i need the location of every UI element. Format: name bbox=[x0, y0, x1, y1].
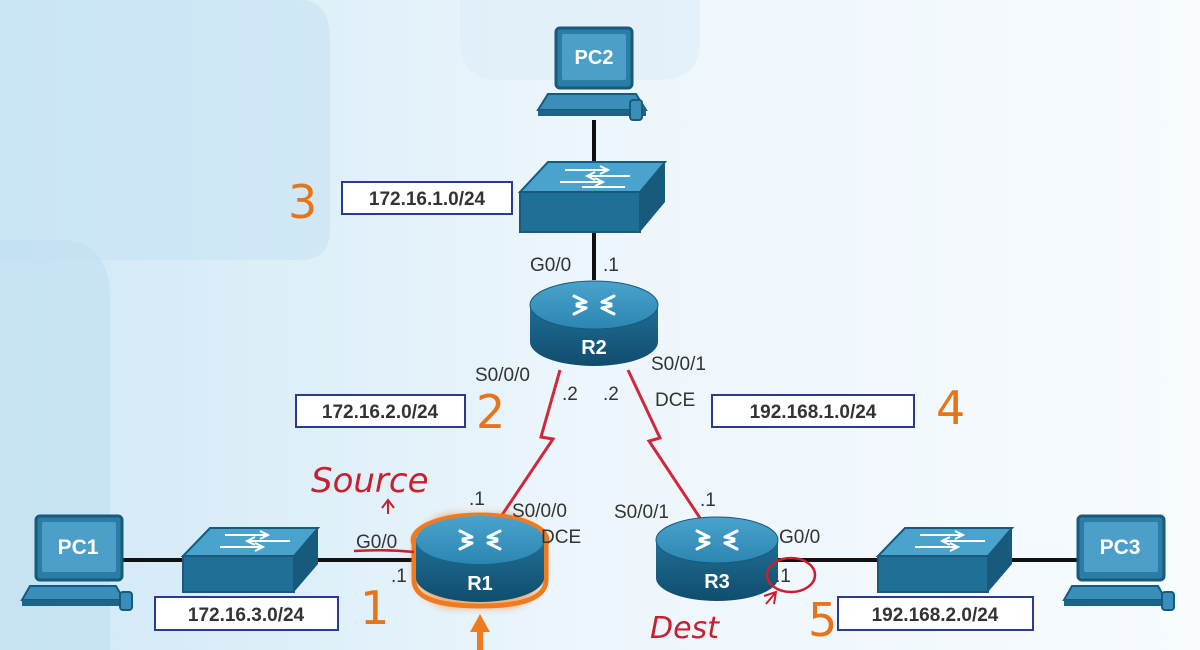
annotation-arrow bbox=[763, 590, 778, 605]
router-r2-icon[interactable]: R2 bbox=[529, 280, 659, 366]
network-box-lan-r3: 192.168.2.0/24 bbox=[837, 596, 1034, 631]
annotation-dest: Dest bbox=[650, 611, 720, 646]
r1-s000-dce: DCE bbox=[541, 527, 581, 548]
r2-s001-label: S0/0/1 bbox=[651, 354, 706, 375]
r1-g00-host: .1 bbox=[391, 566, 407, 587]
pc3-label: PC3 bbox=[1100, 536, 1141, 559]
r3-s001-host: .1 bbox=[700, 490, 716, 511]
arrow-up-icon bbox=[470, 614, 490, 650]
r2-g00-host: .1 bbox=[603, 255, 619, 276]
serial-link-r1-r2 bbox=[498, 369, 562, 519]
r2-s001-dce: DCE bbox=[655, 390, 695, 411]
svg-text:192.168.1.0/24: 192.168.1.0/24 bbox=[750, 402, 877, 423]
r2-s000-host: .2 bbox=[562, 384, 578, 405]
svg-text:192.168.2.0/24: 192.168.2.0/24 bbox=[872, 605, 999, 626]
pc2-label: PC2 bbox=[575, 47, 614, 69]
r1-s000-label: S0/0/0 bbox=[512, 501, 567, 522]
svg-text:172.16.2.0/24: 172.16.2.0/24 bbox=[322, 402, 439, 423]
pc3-icon[interactable]: PC3 bbox=[1062, 514, 1175, 611]
svg-text:172.16.1.0/24: 172.16.1.0/24 bbox=[369, 189, 486, 210]
annotation-number-4: 4 bbox=[936, 381, 965, 435]
serial-link-r2-r3 bbox=[626, 369, 702, 519]
annotation-number-2: 2 bbox=[476, 385, 505, 439]
svg-text:172.16.3.0/24: 172.16.3.0/24 bbox=[188, 605, 305, 626]
pc2-icon[interactable]: PC2 bbox=[536, 26, 648, 121]
background-shape bbox=[0, 0, 330, 260]
r3-s001-label: S0/0/1 bbox=[614, 502, 669, 523]
r2-label: R2 bbox=[581, 337, 607, 359]
annotation-number-5: 5 bbox=[808, 593, 837, 647]
network-box-wan-r2-r3: 192.168.1.0/24 bbox=[711, 394, 915, 428]
router-r3-icon[interactable]: R3 bbox=[655, 516, 779, 601]
annotation-number-3: 3 bbox=[288, 175, 317, 229]
r1-g00-label: G0/0 bbox=[356, 532, 397, 553]
pc1-label: PC1 bbox=[58, 536, 99, 559]
r2-s001-host: .2 bbox=[603, 384, 619, 405]
r1-s000-host: .1 bbox=[469, 489, 485, 510]
r3-label: R3 bbox=[704, 571, 730, 593]
switch-left-icon[interactable] bbox=[180, 527, 321, 593]
network-box-lan-r1: 172.16.3.0/24 bbox=[154, 596, 339, 631]
r2-s000-label: S0/0/0 bbox=[475, 365, 530, 386]
annotation-source: Source bbox=[311, 461, 429, 501]
network-box-wan-r1-r2: 172.16.2.0/24 bbox=[295, 394, 466, 428]
router-r1-icon[interactable]: R1 bbox=[410, 512, 550, 609]
r1-label: R1 bbox=[467, 573, 493, 595]
r2-g00-label: G0/0 bbox=[530, 255, 571, 276]
switch-right-icon[interactable] bbox=[875, 527, 1015, 593]
pc1-icon[interactable]: PC1 bbox=[20, 514, 133, 611]
annotation-number-1: 1 bbox=[360, 581, 389, 635]
r3-g00-label: G0/0 bbox=[779, 527, 820, 548]
annotation-underline bbox=[353, 548, 415, 554]
annotation-caret bbox=[381, 498, 395, 514]
network-box-lan-r2: 172.16.1.0/24 bbox=[341, 181, 513, 215]
annotation-circle bbox=[765, 556, 817, 594]
r3-g00-host: .1 bbox=[775, 566, 791, 587]
switch-top-icon[interactable] bbox=[517, 161, 668, 233]
